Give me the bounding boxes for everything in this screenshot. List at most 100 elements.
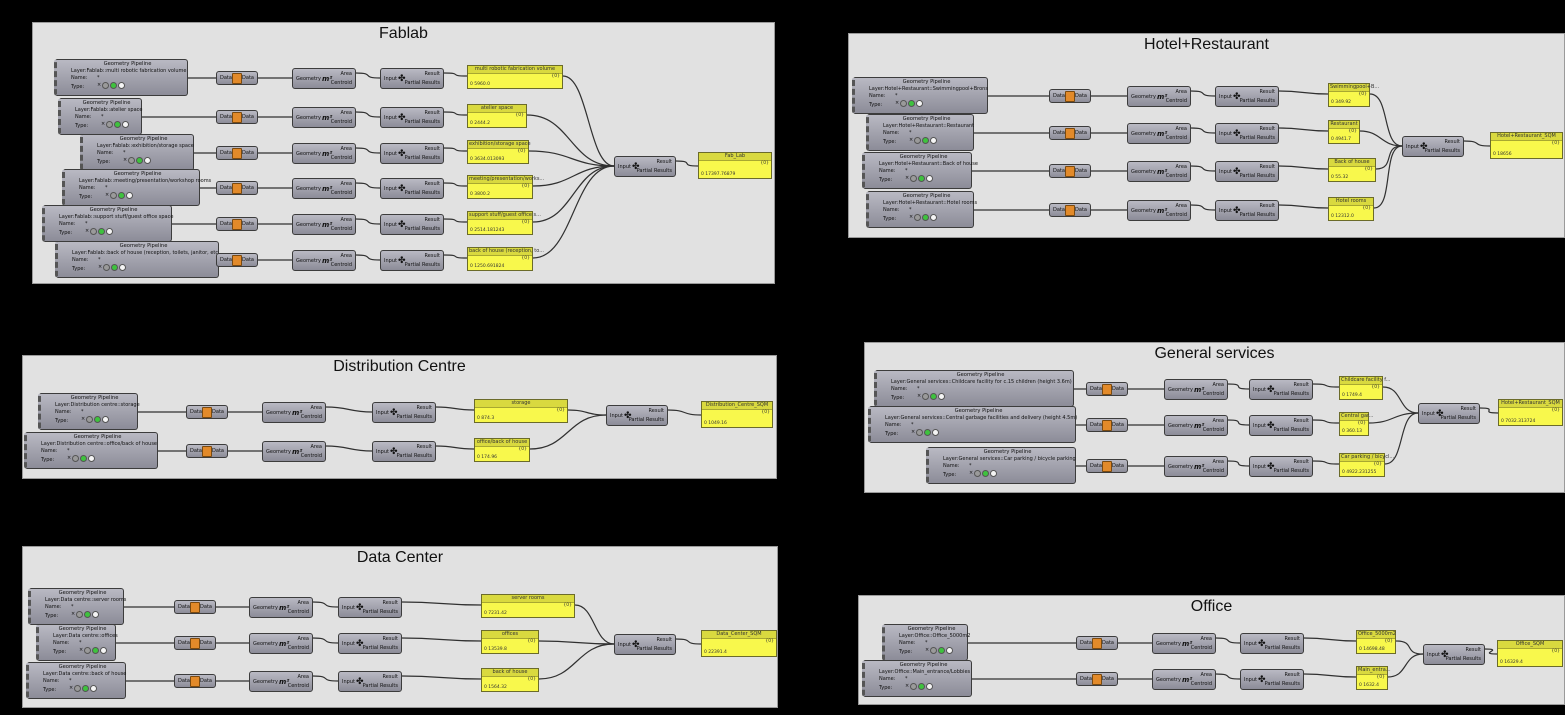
panel[interactable]: offices{0}0 13539.8 (481, 630, 539, 654)
type-filter-icons[interactable]: × (105, 192, 134, 200)
total-panel[interactable]: Hotel+Restaurant_SQM{0}0 7032.313724 (1498, 399, 1563, 426)
type-toggle-icon[interactable] (76, 611, 84, 618)
panel[interactable]: meeting/presentation/works...{0}0 3800.2 (467, 175, 544, 199)
type-toggle-icon[interactable] (90, 228, 98, 235)
type-toggle-icon[interactable] (111, 264, 119, 271)
type-toggle-icon[interactable] (122, 121, 130, 128)
panel[interactable]: server rooms{0}0 7231.42 (481, 594, 575, 618)
close-icon[interactable]: × (97, 82, 102, 88)
panel[interactable]: multi robotic fabrication volume{0}0 596… (467, 65, 563, 89)
panel[interactable]: Back of house{0}0 55.32 (1328, 158, 1376, 182)
type-filter-icons[interactable]: × (98, 264, 127, 272)
type-filter-icons[interactable]: × (905, 683, 934, 691)
type-filter-icons[interactable]: × (71, 611, 100, 619)
panel[interactable]: Hotel rooms{0}0 12312.0 (1328, 197, 1374, 221)
type-filter-icons[interactable]: × (917, 393, 946, 401)
type-toggle-icon[interactable] (922, 214, 930, 221)
type-toggle-icon[interactable] (916, 429, 924, 436)
type-toggle-icon[interactable] (119, 264, 127, 271)
type-toggle-icon[interactable] (128, 157, 136, 164)
type-filter-icons[interactable]: × (969, 470, 998, 478)
type-filter-icons[interactable]: × (911, 429, 940, 437)
type-toggle-icon[interactable] (930, 137, 938, 144)
close-icon[interactable]: × (71, 611, 76, 617)
close-icon[interactable]: × (909, 214, 914, 220)
close-icon[interactable]: × (69, 685, 74, 691)
type-filter-icons[interactable]: × (69, 685, 98, 693)
type-toggle-icon[interactable] (118, 82, 126, 89)
type-toggle-icon[interactable] (72, 455, 80, 462)
panel[interactable]: Main_entra...{0}0 1632.4 (1356, 666, 1391, 690)
type-toggle-icon[interactable] (92, 611, 100, 618)
type-toggle-icon[interactable] (910, 683, 918, 690)
type-toggle-icon[interactable] (918, 683, 926, 690)
type-filter-icons[interactable]: × (905, 175, 934, 183)
close-icon[interactable]: × (67, 455, 72, 461)
type-toggle-icon[interactable] (136, 157, 144, 164)
type-toggle-icon[interactable] (82, 685, 90, 692)
type-filter-icons[interactable]: × (909, 137, 938, 145)
type-toggle-icon[interactable] (90, 685, 98, 692)
panel[interactable]: Swimmingpool+B...{0}0 349.92 (1328, 83, 1379, 107)
close-icon[interactable]: × (905, 683, 910, 689)
type-toggle-icon[interactable] (92, 647, 100, 654)
type-toggle-icon[interactable] (114, 121, 122, 128)
type-toggle-icon[interactable] (908, 100, 916, 107)
type-filter-icons[interactable]: × (925, 647, 954, 655)
close-icon[interactable]: × (105, 192, 110, 198)
type-filter-icons[interactable]: × (895, 100, 924, 108)
close-icon[interactable]: × (905, 175, 910, 181)
close-icon[interactable]: × (123, 157, 128, 163)
type-toggle-icon[interactable] (982, 470, 990, 477)
type-toggle-icon[interactable] (110, 82, 118, 89)
type-toggle-icon[interactable] (106, 228, 114, 235)
panel[interactable]: Car parking / bicycl...{0}0 4922.231255 (1339, 453, 1394, 477)
total-panel[interactable]: Data_Center_SQM{0}0 22391.4 (701, 630, 777, 657)
type-toggle-icon[interactable] (86, 416, 94, 423)
type-toggle-icon[interactable] (102, 82, 110, 89)
type-toggle-icon[interactable] (100, 647, 108, 654)
type-filter-icons[interactable]: × (101, 121, 130, 129)
panel[interactable]: back of house{0}0 1564.32 (481, 668, 539, 692)
